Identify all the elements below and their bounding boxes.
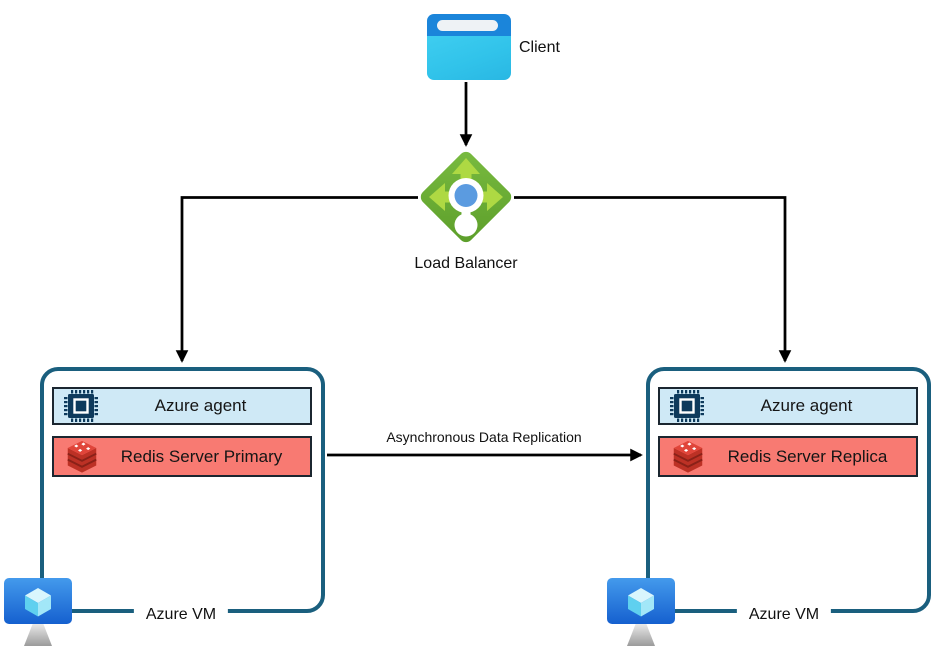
cpu-chip-icon (669, 390, 705, 422)
lb-up-arrow (452, 158, 480, 196)
azure-vm-monitor-icon (4, 578, 72, 646)
azure-agent-bar-right: Azure agent (658, 387, 918, 425)
monitor-stand (627, 623, 655, 646)
lb-left-arrow (429, 183, 466, 211)
lb-bottom-node (454, 213, 478, 237)
redis-database-icon (669, 438, 707, 476)
redis-bar-left: Redis Server Primary (52, 436, 312, 477)
load-balancer-icon (420, 151, 512, 243)
cube-glyph (628, 588, 654, 617)
lb-right-arrow (466, 183, 503, 211)
browser-page-area (427, 36, 511, 80)
azure-vm-monitor-icon (607, 578, 675, 646)
lb-blue-dot (454, 184, 478, 207)
browser-titlebar (427, 14, 511, 36)
cpu-chip-icon (63, 390, 99, 422)
redis-primary-label: Redis Server Primary (120, 446, 283, 466)
arrow-lb-to-right-vm (514, 196, 792, 363)
arrow-lb-to-left-vm (175, 196, 418, 363)
replication-label: Asynchronous Data Replication (386, 429, 582, 445)
vm-box-left: Azure agent Redis Server Primary (40, 367, 325, 613)
azure-vm-label-left: Azure VM (133, 604, 229, 626)
client-label: Client (519, 39, 560, 56)
vm-box-right: Azure agent Redis Server Replica (646, 367, 931, 613)
load-balancer-label: Load Balancer (414, 255, 518, 272)
monitor-stand (24, 623, 52, 646)
azure-agent-label: Azure agent (154, 396, 247, 415)
redis-database-icon (63, 438, 101, 476)
browser-address-bar (437, 20, 498, 31)
redis-bar-right: Redis Server Replica (658, 436, 918, 477)
azure-agent-bar-left: Azure agent (52, 387, 312, 425)
azure-agent-label: Azure agent (760, 396, 853, 415)
browser-window-icon (427, 14, 511, 80)
redis-replica-label: Redis Server Replica (727, 446, 888, 466)
cube-glyph (25, 588, 51, 617)
azure-vm-label-right: Azure VM (736, 604, 832, 626)
